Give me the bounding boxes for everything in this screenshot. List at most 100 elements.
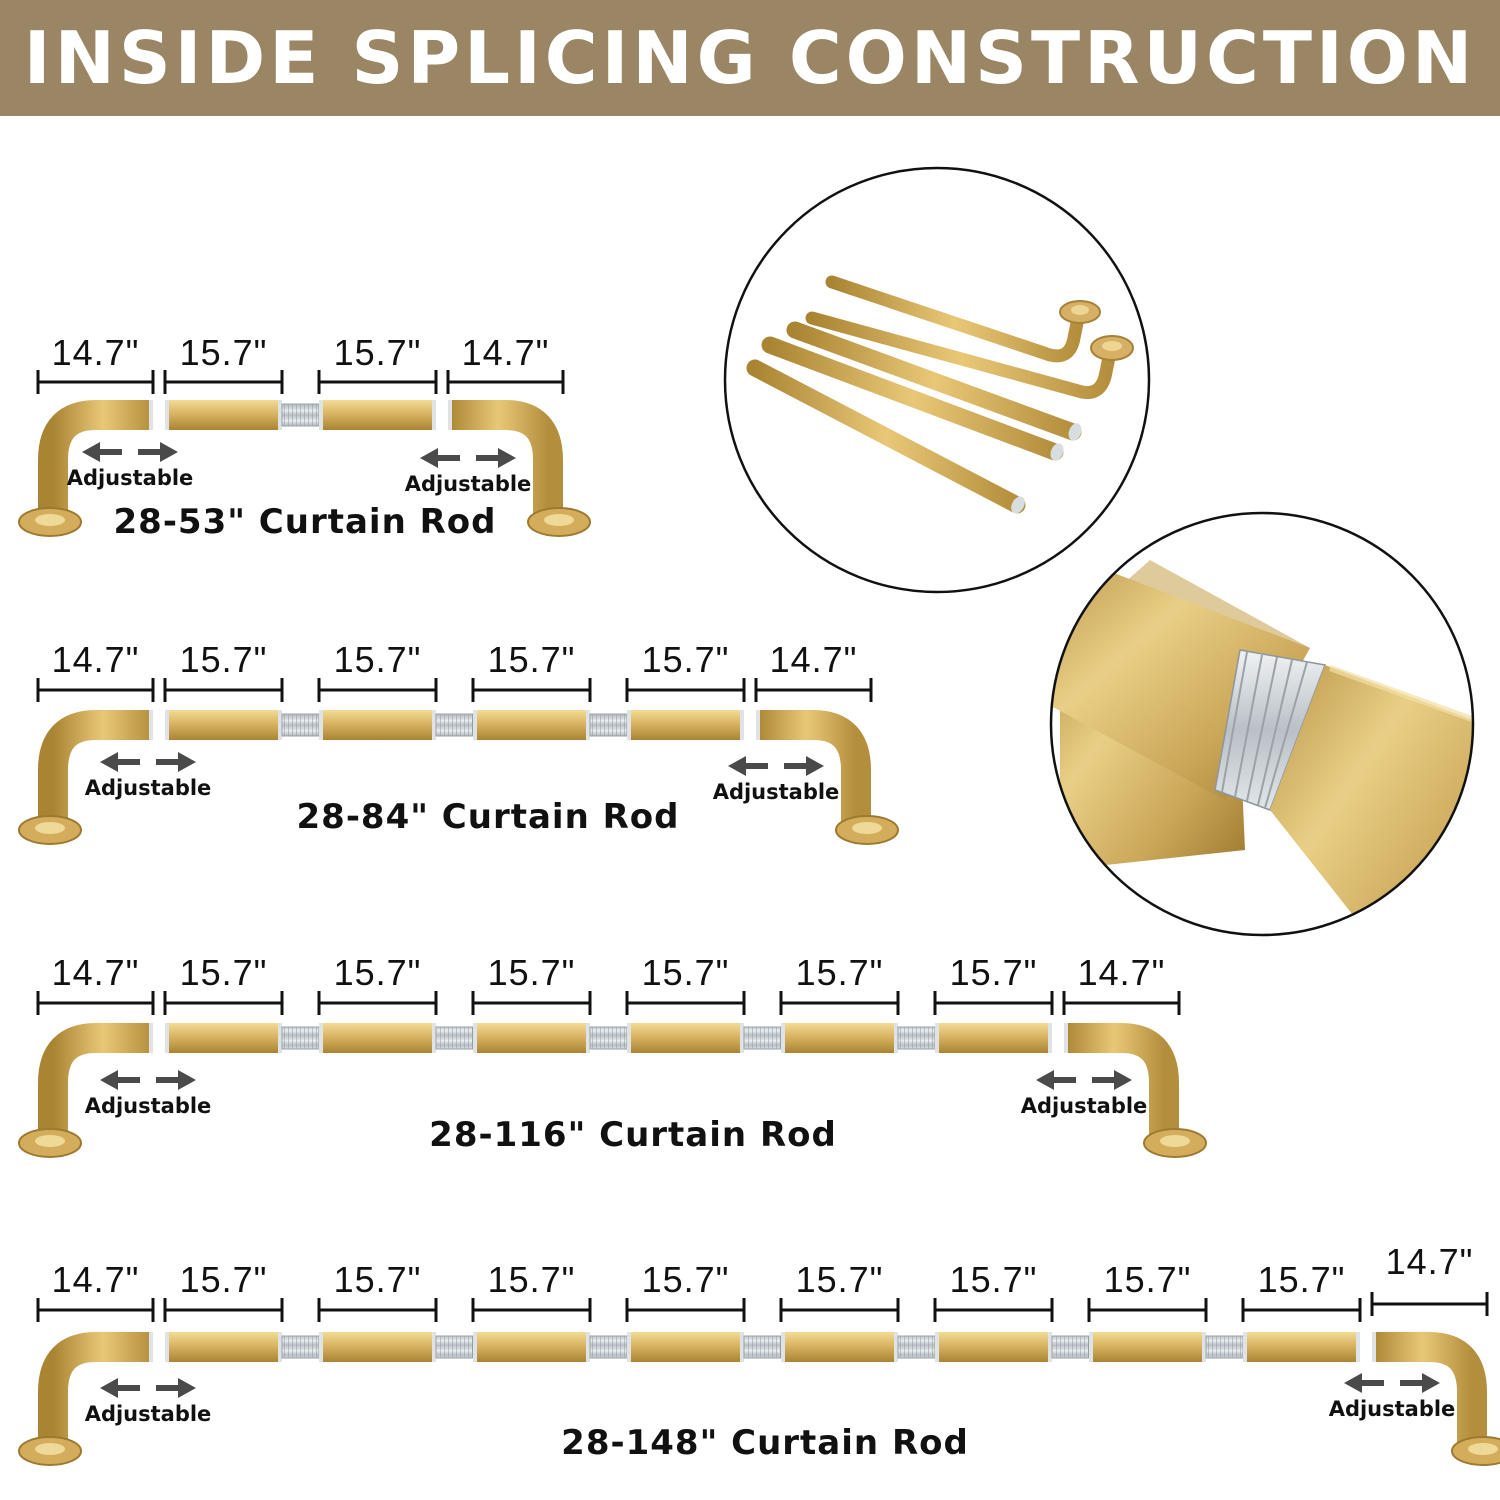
thread-joint-icon — [1214, 649, 1327, 811]
loose-straight-rod — [786, 321, 1082, 441]
segment-length-label: 15.7" — [488, 1259, 576, 1300]
thread-connector-icon — [743, 1335, 782, 1359]
segment-length-label: 15.7" — [950, 1259, 1038, 1300]
arrow-right-icon — [138, 442, 178, 462]
segment-dimension: 14.7" — [1370, 1241, 1489, 1316]
adjustable-label: Adjustable — [405, 472, 532, 496]
thread-connector-icon — [589, 1335, 628, 1359]
arrow-right-icon — [476, 448, 516, 468]
segment-length-label: 15.7" — [488, 952, 576, 993]
adjustable-left: Adjustable — [85, 752, 211, 800]
segment-length-label: 15.7" — [180, 639, 268, 680]
arrow-right-icon — [156, 1070, 196, 1090]
straight-rod-segment — [627, 710, 744, 740]
arrow-left-icon — [728, 756, 768, 776]
adjustable-label: Adjustable — [85, 1094, 212, 1118]
segment-dimension: 15.7" — [317, 332, 438, 394]
thread-connector-icon — [281, 1335, 320, 1359]
bent-end-rod — [805, 311, 1134, 400]
arrow-left-icon — [100, 1378, 140, 1398]
segment-dimension: 14.7" — [1062, 952, 1181, 1015]
arrow-right-icon — [1400, 1373, 1440, 1393]
segment-length-label: 15.7" — [642, 1259, 730, 1300]
left-bent-end — [18, 1332, 153, 1466]
segment-dimension: 15.7" — [471, 639, 592, 702]
parts-overview-photo — [723, 166, 1151, 594]
adjustable-right: Adjustable — [405, 448, 532, 496]
arrow-left-icon — [1036, 1070, 1076, 1090]
segment-length-label: 15.7" — [642, 639, 730, 680]
segment-dimension: 15.7" — [317, 1259, 438, 1322]
segment-dimension: 15.7" — [933, 1259, 1054, 1322]
bent-end-rod — [825, 275, 1101, 363]
segment-dimension: 14.7" — [446, 332, 565, 394]
adjustable-left: Adjustable — [85, 1070, 212, 1118]
segment-dimension: 15.7" — [471, 1259, 592, 1322]
segment-dimension: 14.7" — [754, 639, 873, 702]
adjustable-label: Adjustable — [67, 466, 194, 490]
segment-dimension: 15.7" — [163, 332, 284, 394]
segment-length-label: 15.7" — [796, 1259, 884, 1300]
arrow-right-icon — [156, 1378, 196, 1398]
segment-length-label: 14.7" — [462, 332, 550, 373]
rod-size-title: 28-84" Curtain Rod — [297, 797, 680, 837]
thread-connector-icon — [1205, 1335, 1244, 1359]
segment-dimension: 15.7" — [1241, 1259, 1362, 1322]
arrow-right-icon — [1092, 1070, 1132, 1090]
loose-straight-rod — [761, 336, 1064, 461]
banner-title: INSIDE SPLICING CONSTRUCTION — [23, 16, 1477, 100]
right-bent-end — [1064, 1023, 1207, 1158]
rod-size-title: 28-116" Curtain Rod — [429, 1115, 837, 1155]
thread-connector-icon — [435, 713, 474, 737]
segment-length-label: 15.7" — [488, 639, 576, 680]
straight-rod-segment — [627, 1332, 744, 1362]
segment-length-label: 15.7" — [334, 332, 422, 373]
header-banner: INSIDE SPLICING CONSTRUCTION — [0, 0, 1500, 116]
arrow-right-icon — [156, 752, 196, 772]
thread-connector-icon — [435, 1026, 474, 1050]
thread-connector-icon — [589, 1026, 628, 1050]
segment-length-label: 14.7" — [52, 952, 140, 993]
right-bent-end — [448, 400, 591, 537]
curtain-rod-assembly: 14.7" 15.7" 15.7" 15.7" 15.7" 14.7" Adjustable… — [18, 639, 899, 845]
thread-connector-icon — [281, 403, 320, 427]
thread-connector-icon — [435, 1335, 474, 1359]
straight-rod-segment — [319, 1023, 436, 1053]
segment-dimension: 14.7" — [36, 332, 155, 394]
adjustable-label: Adjustable — [1021, 1094, 1148, 1118]
left-bent-end — [18, 400, 153, 537]
straight-rod-segment — [165, 1023, 282, 1053]
straight-rod-segment — [165, 400, 282, 430]
segment-length-label: 14.7" — [770, 639, 858, 680]
right-bent-end — [1372, 1332, 1500, 1466]
segment-dimension: 15.7" — [779, 952, 900, 1015]
straight-rod-segment — [473, 1023, 590, 1053]
adjustable-label: Adjustable — [713, 780, 840, 804]
thread-connector-icon — [281, 713, 320, 737]
segment-dimension: 14.7" — [36, 952, 155, 1015]
adjustable-right: Adjustable — [1021, 1070, 1148, 1118]
adjustable-left: Adjustable — [67, 442, 194, 490]
segment-length-label: 14.7" — [1078, 952, 1166, 993]
segment-dimension: 15.7" — [163, 639, 284, 702]
segment-length-label: 15.7" — [334, 639, 422, 680]
adjustable-label: Adjustable — [1329, 1397, 1456, 1421]
segment-dimension: 15.7" — [625, 1259, 746, 1322]
curtain-rod-assembly: 14.7"15.7"15.7"15.7"15.7"15.7"15.7"14.7"… — [18, 952, 1207, 1158]
thread-joint-closeup — [1049, 511, 1475, 937]
loose-straight-rod — [746, 359, 1026, 514]
segment-dimension: 14.7" — [36, 639, 155, 702]
arrow-right-icon — [784, 756, 824, 776]
segment-dimension: 15.7" — [933, 952, 1054, 1015]
thread-connector-icon — [589, 713, 628, 737]
straight-rod-segment — [473, 1332, 590, 1362]
straight-rod-segment — [473, 710, 590, 740]
segment-length-label: 15.7" — [642, 952, 730, 993]
straight-rod-segment — [165, 1332, 282, 1362]
adjustable-label: Adjustable — [85, 1402, 212, 1426]
arrow-left-icon — [1344, 1373, 1384, 1393]
straight-rod-segment — [1243, 1332, 1360, 1362]
straight-rod-segment — [935, 1332, 1052, 1362]
